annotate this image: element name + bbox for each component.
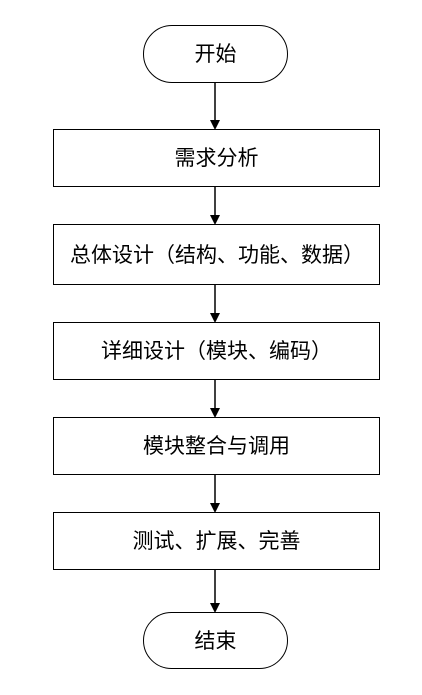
step-label: 模块整合与调用 <box>143 434 290 458</box>
step-label: 详细设计（模块、编码） <box>101 339 332 363</box>
step-detailed-design: 详细设计（模块、编码） <box>53 322 380 380</box>
step-module-integration: 模块整合与调用 <box>53 417 380 475</box>
start-node: 开始 <box>143 25 288 83</box>
start-label: 开始 <box>194 42 237 66</box>
end-label: 结束 <box>194 628 237 653</box>
step-overall-design: 总体设计（结构、功能、数据） <box>53 224 380 285</box>
step-testing-extension: 测试、扩展、完善 <box>53 512 380 570</box>
step-label: 总体设计（结构、功能、数据） <box>70 242 364 267</box>
step-label: 测试、扩展、完善 <box>132 529 301 553</box>
end-node: 结束 <box>143 612 288 669</box>
step-label: 需求分析 <box>174 146 259 170</box>
step-requirements-analysis: 需求分析 <box>53 129 380 187</box>
